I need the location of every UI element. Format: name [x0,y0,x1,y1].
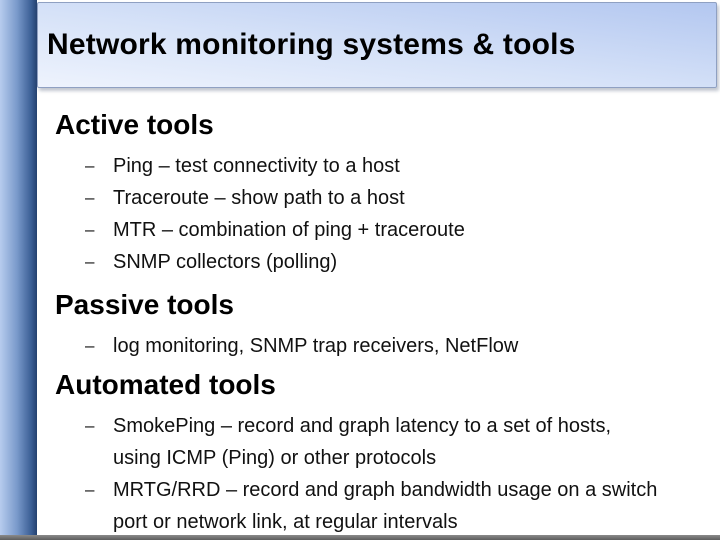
bottom-edge-bar [0,535,720,540]
bullet-text: SmokePing – record and graph latency to … [113,415,612,469]
content-area: Active tools–Ping – test connectivity to… [37,90,720,535]
section-heading: Passive tools [55,289,234,320]
bullet-list: –log monitoring, SNMP trap receivers, Ne… [37,330,720,362]
section-heading: Active tools [55,109,214,140]
bullet-list: –SmokePing – record and graph latency to… [37,410,720,535]
bullet-item: –Ping – test connectivity to a host [37,150,720,182]
section-heading: Automated tools [55,369,276,400]
bullet-item: –SmokePing – record and graph latency to… [37,410,720,474]
title-bar: Network monitoring systems & tools [37,2,717,88]
bullet-dash-icon: – [85,220,95,239]
bullet-item: –MTR – combination of ping + traceroute [37,214,720,246]
bullet-dash-icon: – [85,156,95,175]
bullet-dash-icon: – [85,480,95,499]
bullet-dash-icon: – [85,416,95,435]
section-active-tools: Active tools–Ping – test connectivity to… [37,108,720,278]
bullet-item: –MRTG/RRD – record and graph bandwidth u… [37,474,720,535]
section-passive-tools: Passive tools –log monitoring, SNMP trap … [37,288,720,362]
bullet-dash-icon: – [85,188,95,207]
section-automated-tools: Automated tools –SmokePing – record and g… [37,368,720,535]
bullet-text: MTR – combination of ping + traceroute [113,219,465,241]
slide-title: Network monitoring systems & tools [47,28,576,61]
bullet-item: –log monitoring, SNMP trap receivers, Ne… [37,330,720,362]
bullet-text: MRTG/RRD – record and graph bandwidth us… [113,479,658,533]
bullet-list: –Ping – test connectivity to a host–Trac… [37,150,720,278]
bullet-text: SNMP collectors (polling) [113,251,338,273]
bullet-text: Traceroute – show path to a host [113,187,405,209]
bullet-item: –Traceroute – show path to a host [37,182,720,214]
bullet-dash-icon: – [85,336,95,355]
bullet-text: log monitoring, SNMP trap receivers, Net… [113,335,519,357]
left-accent-strip [0,0,37,540]
bullet-dash-icon: – [85,252,95,271]
bullet-text: Ping – test connectivity to a host [113,155,400,177]
bullet-item: –SNMP collectors (polling) [37,246,720,278]
